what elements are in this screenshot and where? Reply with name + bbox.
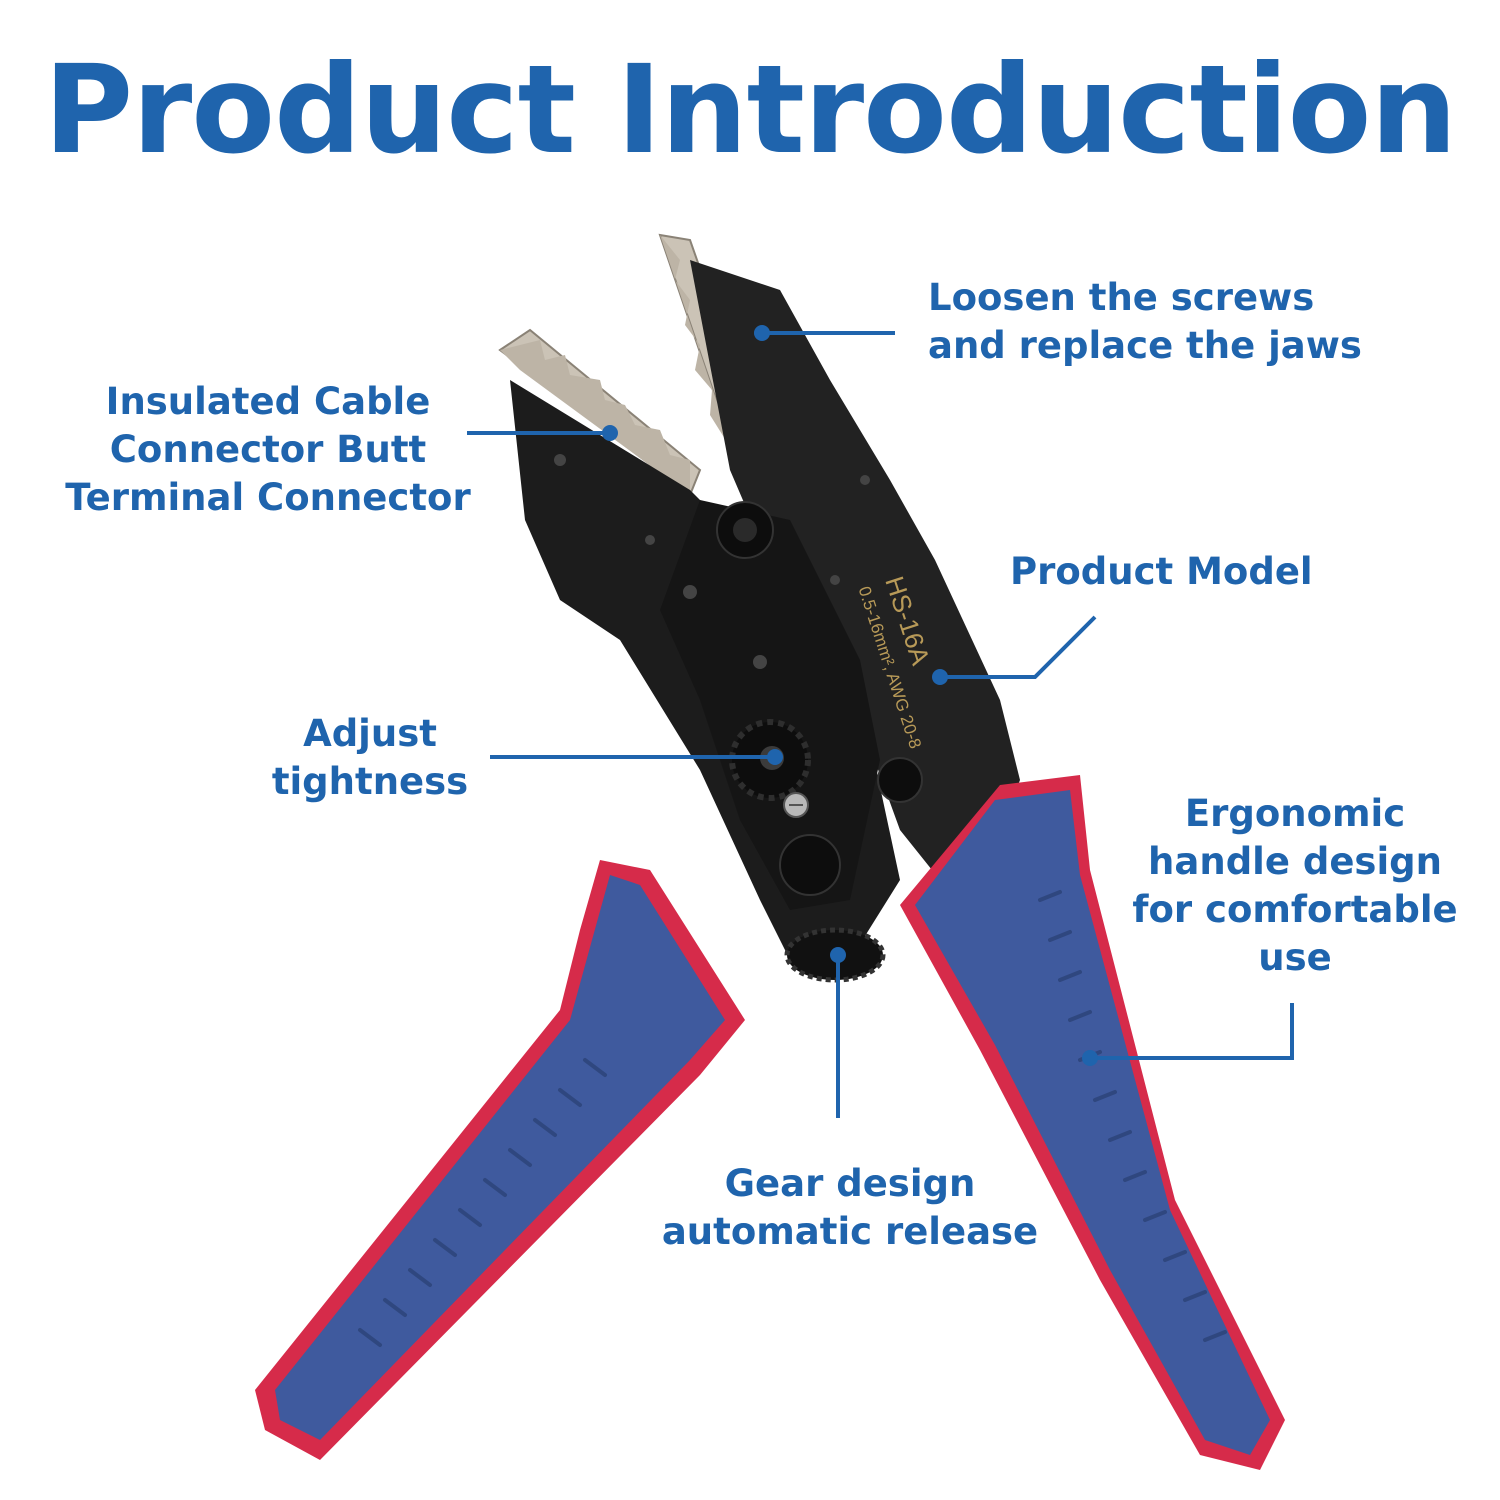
callout-line-model: [932, 615, 1097, 685]
callout-line-connector: [467, 425, 618, 441]
callout-screws: Loosen the screws and replace the jaws: [928, 274, 1362, 370]
callout-adjust-line-1: Adjust: [303, 712, 437, 755]
center-plate: [660, 500, 923, 910]
callout-adjust-line-2: tightness: [271, 760, 469, 803]
upper-jaw-body: [690, 260, 1020, 880]
callout-screws-line-1: Loosen the screws: [928, 276, 1315, 319]
callout-line-screws: [754, 325, 895, 341]
callout-line-gear: [830, 947, 846, 1118]
callout-model-line-1: Product Model: [1010, 550, 1313, 593]
lower-jaw-insert: [498, 328, 702, 497]
frame-screws: [554, 327, 870, 669]
callout-ergonomic-line-3: for comfortable: [1132, 888, 1458, 931]
callout-model: Product Model: [1010, 548, 1313, 596]
callout-screws-line-2: and replace the jaws: [928, 324, 1362, 367]
callout-ergonomic-line-2: handle design: [1148, 840, 1442, 883]
callout-adjust: Adjust tightness: [260, 710, 480, 806]
callout-gear-line-2: automatic release: [661, 1210, 1039, 1253]
callout-ergonomic-line-1: Ergonomic: [1184, 792, 1406, 835]
callout-connector-line-3: Terminal Connector: [65, 476, 471, 519]
page-title: Product Introduction: [43, 39, 1458, 181]
callout-connector-line-1: Insulated Cable: [105, 380, 431, 423]
callout-line-adjust: [490, 749, 783, 765]
callout-connector-line-2: Connector Butt: [109, 428, 427, 471]
callout-ergonomic: Ergonomic handle design for comfortable …: [1120, 790, 1470, 982]
callout-line-ergonomic: [1082, 1003, 1294, 1066]
callout-gear: Gear design automatic release: [640, 1160, 1060, 1256]
callout-ergonomic-line-4: use: [1258, 936, 1332, 979]
callout-gear-line-1: Gear design: [724, 1162, 976, 1205]
left-handle: [255, 860, 745, 1460]
callout-lines: [467, 325, 1294, 1118]
callout-connector: Insulated Cable Connector Butt Terminal …: [48, 378, 488, 522]
